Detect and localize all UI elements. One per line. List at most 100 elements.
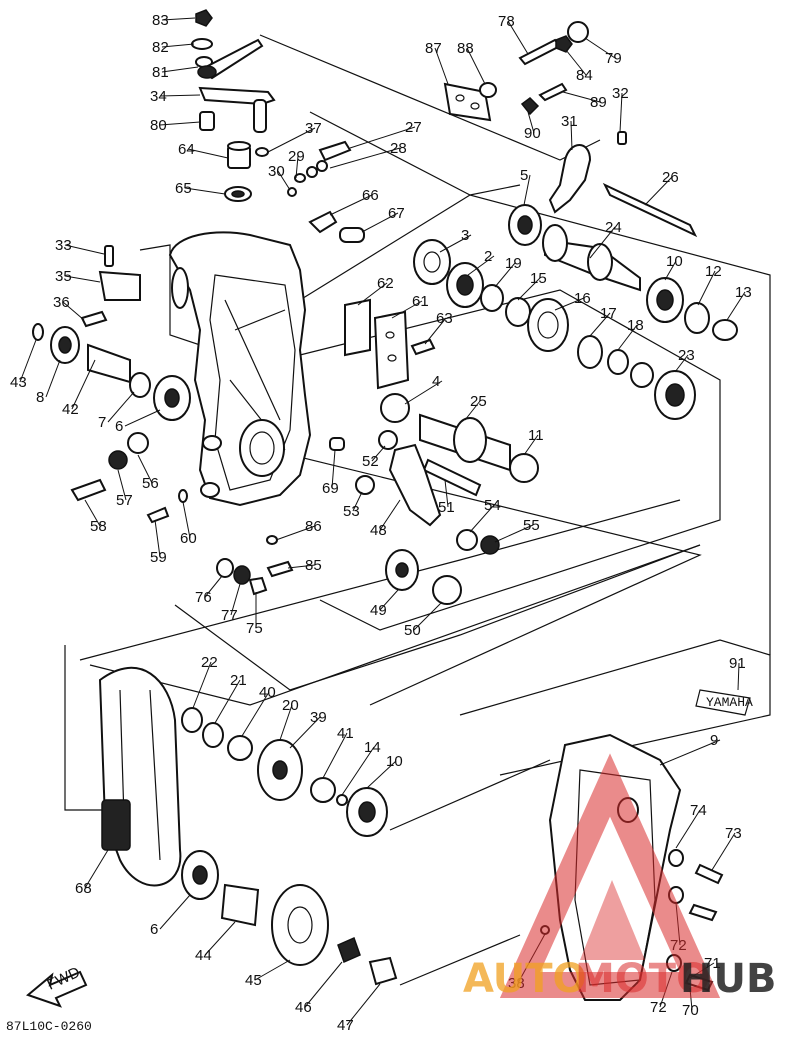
watermark-triangle-logo: [499, 753, 721, 998]
leader-line-32: [619, 92, 623, 133]
part-label-10: 10: [666, 253, 683, 270]
leader-line-69: [331, 449, 336, 489]
part-label-62: 62: [377, 275, 394, 292]
part-label-50: 50: [404, 622, 421, 639]
part-label-45: 45: [245, 972, 262, 989]
leader-line-61: [391, 300, 423, 319]
leader-line-66: [329, 194, 373, 216]
drive-chain: [98, 666, 182, 887]
leader-line-91: [737, 662, 740, 691]
part-label-44: 44: [195, 947, 212, 964]
leader-line-55: [494, 524, 534, 543]
part-label-58: 58: [90, 518, 107, 535]
part-label-12: 12: [705, 263, 722, 280]
part-label-14: 14: [364, 739, 381, 756]
part-label-40: 40: [259, 684, 276, 701]
leader-line-11: [523, 434, 539, 456]
part-label-10: 10: [386, 753, 403, 770]
part-label-60: 60: [180, 530, 197, 547]
part-label-69: 69: [322, 480, 339, 497]
part-label-3: 3: [461, 227, 469, 244]
chain-drive-group: [181, 707, 388, 837]
fwd-arrow: FWD: [25, 964, 88, 1008]
leader-line-90: [527, 111, 535, 134]
part-label-16: 16: [574, 290, 591, 307]
part-label-55: 55: [523, 517, 540, 534]
part-label-77: 77: [221, 607, 238, 624]
countershaft-assembly: [413, 204, 738, 352]
sprocket-and-bushing-group: [216, 535, 462, 605]
leader-line-63: [424, 317, 447, 345]
lever-and-fastener-group: [70, 430, 500, 555]
leader-line-37: [267, 127, 316, 153]
leader-line-77: [230, 583, 241, 616]
assembly-outline-lines: [64, 34, 771, 986]
leader-line-6: [159, 894, 191, 930]
part-label-73: 73: [725, 825, 742, 842]
leader-line-31: [570, 120, 573, 151]
leader-line-12: [697, 270, 716, 306]
part-label-37: 37: [305, 120, 322, 137]
part-label-80: 80: [150, 117, 167, 134]
part-label-57: 57: [116, 492, 133, 509]
leader-line-40: [241, 691, 270, 737]
leader-line-30: [277, 170, 291, 191]
part-label-6: 6: [150, 921, 158, 938]
lower-sprocket-group: [181, 850, 398, 986]
leader-line-7: [107, 391, 135, 423]
leader-line-81: [161, 66, 199, 73]
leader-line-59: [154, 519, 161, 558]
part-label-28: 28: [390, 140, 407, 157]
leader-line-80: [159, 121, 201, 126]
leader-line-9: [659, 739, 721, 766]
part-label-72: 72: [650, 999, 667, 1016]
leader-line-36: [62, 301, 85, 321]
part-label-86: 86: [305, 518, 322, 535]
part-label-34: 34: [150, 88, 167, 105]
part-label-84: 84: [576, 67, 593, 84]
part-label-22: 22: [201, 654, 218, 671]
part-label-51: 51: [438, 499, 455, 516]
leader-line-74: [675, 809, 701, 849]
part-label-5: 5: [520, 167, 528, 184]
part-label-59: 59: [150, 549, 167, 566]
leader-line-5: [523, 174, 531, 206]
part-label-54: 54: [484, 497, 501, 514]
part-label-25: 25: [470, 393, 487, 410]
part-label-24: 24: [605, 219, 622, 236]
leader-line-78: [507, 20, 529, 55]
leader-line-46: [304, 961, 343, 1008]
leader-line-57: [117, 469, 127, 501]
part-label-9: 9: [710, 732, 718, 749]
watermark-brand-auto: AUTO: [463, 956, 587, 1002]
part-label-70: 70: [682, 1002, 699, 1019]
leader-line-76: [204, 575, 223, 598]
leader-line-33: [64, 244, 105, 255]
output-bearing-group: [577, 335, 696, 420]
part-label-52: 52: [362, 453, 379, 470]
part-label-63: 63: [436, 310, 453, 327]
watermark-brand-moto: MOTO: [575, 956, 710, 1002]
leader-line-29: [295, 155, 299, 179]
part-label-47: 47: [337, 1017, 354, 1034]
part-label-85: 85: [305, 557, 322, 574]
leader-line-6: [124, 409, 161, 427]
part-label-33: 33: [55, 237, 72, 254]
leader-line-45: [254, 959, 291, 981]
part-label-11: 11: [528, 427, 544, 444]
part-label-43: 43: [10, 374, 27, 391]
leader-line-15: [517, 277, 541, 301]
part-label-88: 88: [457, 40, 474, 57]
shift-arm-assembly: [191, 9, 276, 157]
part-label-30: 30: [268, 163, 285, 180]
part-label-15: 15: [530, 270, 547, 287]
part-label-67: 67: [388, 205, 405, 222]
label-sticker-91: YAMAHA: [695, 689, 753, 716]
leader-line-83: [161, 17, 196, 21]
part-label-91: 91: [729, 655, 746, 672]
leader-line-56: [137, 454, 153, 484]
leader-line-88: [466, 47, 486, 85]
leader-line-54: [469, 504, 495, 533]
leader-line-67: [361, 212, 399, 233]
